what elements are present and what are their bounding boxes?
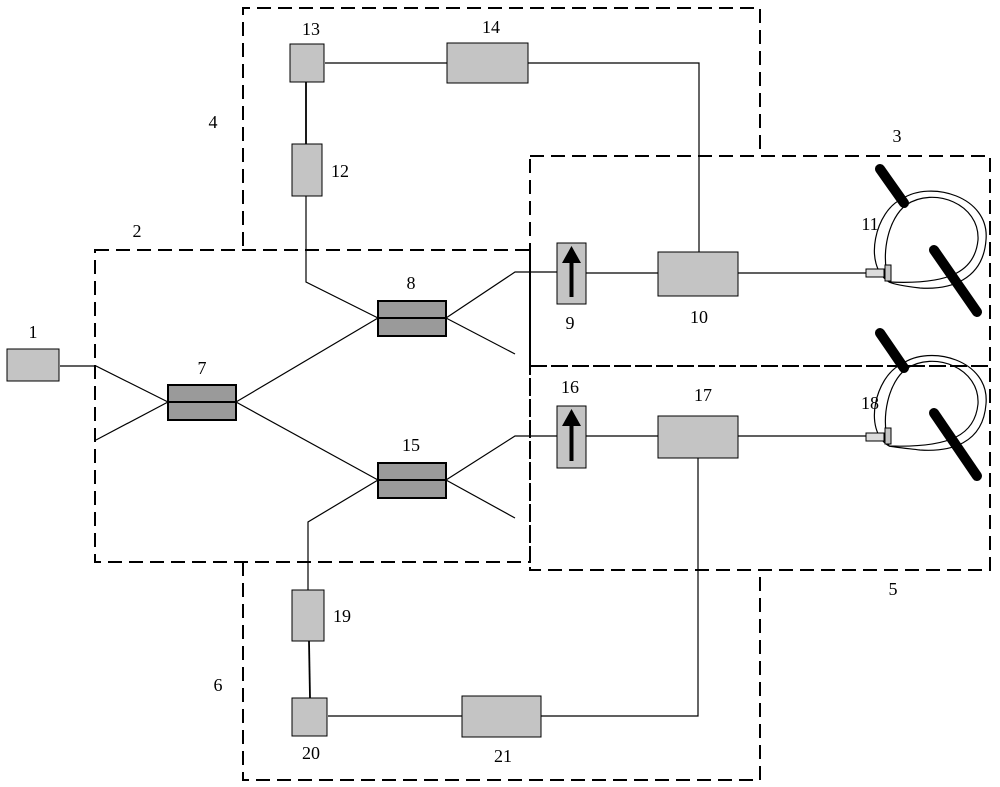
wire-21-to-17 <box>541 458 699 717</box>
component-17 <box>657 415 739 459</box>
label-8: 8 <box>407 273 416 293</box>
fiber-coil-sensor-11 <box>865 164 987 317</box>
coupler-8 <box>377 300 447 337</box>
label-17: 17 <box>694 385 712 405</box>
component-20 <box>291 697 328 737</box>
label-12: 12 <box>331 161 349 181</box>
wire-coupler-8-to-isolator-9 <box>445 271 557 319</box>
component-19 <box>291 589 325 642</box>
coupler-7 <box>167 384 237 421</box>
label-13: 13 <box>302 19 320 39</box>
label-5: 5 <box>889 579 898 599</box>
wire-14-to-10 <box>528 62 700 252</box>
label-14: 14 <box>482 17 500 37</box>
component-12 <box>291 143 323 197</box>
label-15: 15 <box>402 435 420 455</box>
label-2: 2 <box>133 221 142 241</box>
label-21: 21 <box>494 746 512 766</box>
component-21 <box>461 695 542 738</box>
label-10: 10 <box>690 307 708 327</box>
wire-coupler-15-to-isolator-16 <box>445 435 557 481</box>
isolator-16 <box>556 405 587 469</box>
label-11: 11 <box>861 214 878 234</box>
wire-coupler-7-to-coupler-15 <box>235 401 379 481</box>
wire-coupler-15-free-port <box>445 479 516 519</box>
label-1: 1 <box>29 322 38 342</box>
label-7: 7 <box>198 358 207 378</box>
wire-coupler-8-to-12 <box>305 196 379 319</box>
arrow-up-icon <box>562 409 581 426</box>
wire-coupler-8-free-port <box>445 317 516 355</box>
fiber-coil-sensor-18 <box>865 328 987 481</box>
label-20: 20 <box>302 743 320 763</box>
label-3: 3 <box>893 126 902 146</box>
component-1-light-source <box>6 348 60 382</box>
wire-coupler-15-to-19 <box>307 479 379 590</box>
label-9: 9 <box>566 313 575 333</box>
component-14 <box>446 42 529 84</box>
label-16: 16 <box>561 377 579 397</box>
module-3-boundary <box>529 155 991 367</box>
module-6-boundary <box>242 562 761 781</box>
wire-19-to-20 <box>308 640 311 699</box>
label-18: 18 <box>861 393 879 413</box>
component-10 <box>657 251 739 297</box>
label-19: 19 <box>333 606 351 626</box>
wire-source-to-coupler-7 <box>60 365 169 403</box>
coupler-15 <box>377 462 447 499</box>
module-5-boundary <box>529 365 991 571</box>
arrow-up-icon <box>562 246 581 263</box>
module-4-boundary <box>242 7 761 246</box>
isolator-9 <box>556 242 587 305</box>
wire-coupler-7-to-coupler-8 <box>235 317 379 403</box>
label-6: 6 <box>214 675 223 695</box>
label-4: 4 <box>209 112 218 132</box>
wire-coupler-7-free-port <box>95 401 169 441</box>
component-13 <box>289 43 325 83</box>
